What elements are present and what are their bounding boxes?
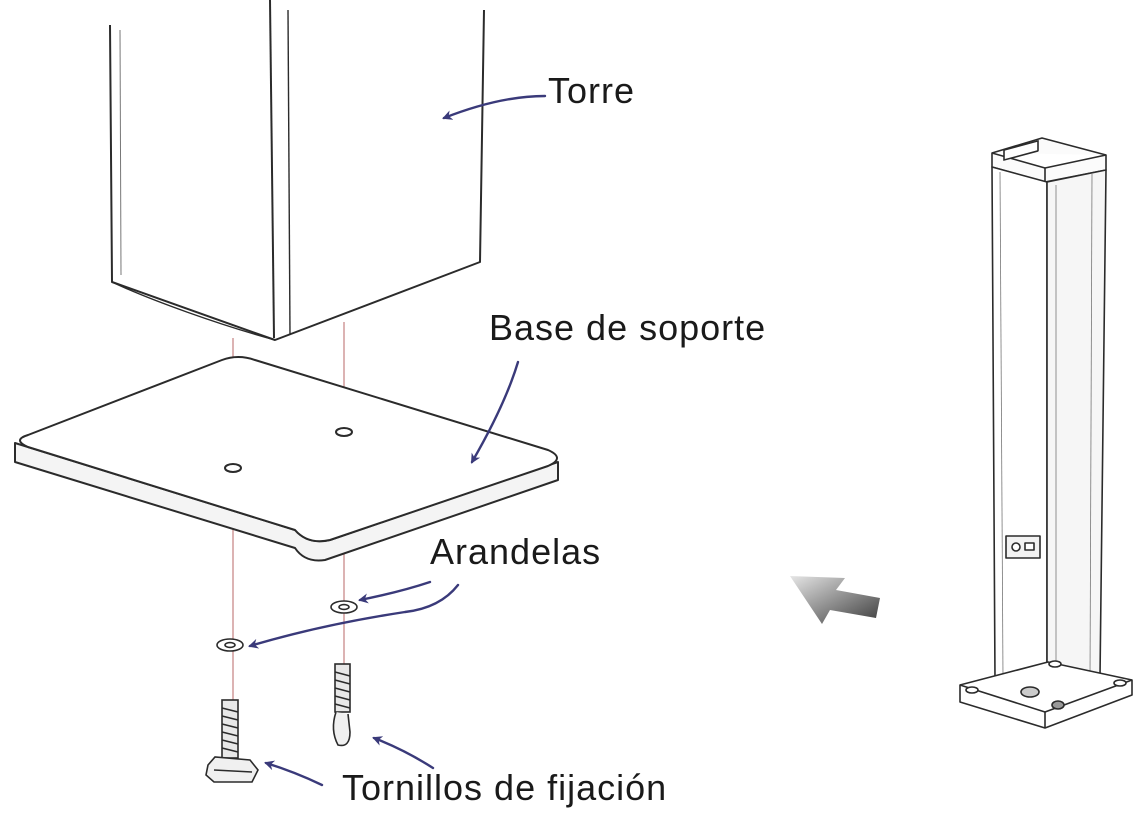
washers bbox=[216, 600, 358, 652]
arrow-to-base bbox=[470, 360, 520, 464]
arrow-to-screw-left bbox=[264, 760, 324, 787]
tower bbox=[109, 0, 485, 341]
arrow-to-tower bbox=[442, 94, 547, 120]
screw-left bbox=[205, 699, 259, 783]
label-washers: Arandelas bbox=[430, 531, 602, 572]
fixing-screws bbox=[205, 663, 351, 783]
arrow-to-washer-left bbox=[248, 583, 460, 649]
arrow-to-screw-right bbox=[372, 736, 435, 770]
assembled-tower bbox=[959, 137, 1133, 729]
label-fixing-screws: Tornillos de fijación bbox=[342, 767, 668, 808]
direction-arrow bbox=[790, 576, 880, 624]
pointer-arrows bbox=[248, 94, 547, 787]
support-base bbox=[14, 356, 559, 562]
screw-right bbox=[332, 663, 351, 747]
arrow-to-washer-right bbox=[358, 580, 432, 604]
label-support-base: Base de soporte bbox=[489, 307, 767, 348]
label-tower: Torre bbox=[548, 70, 636, 111]
